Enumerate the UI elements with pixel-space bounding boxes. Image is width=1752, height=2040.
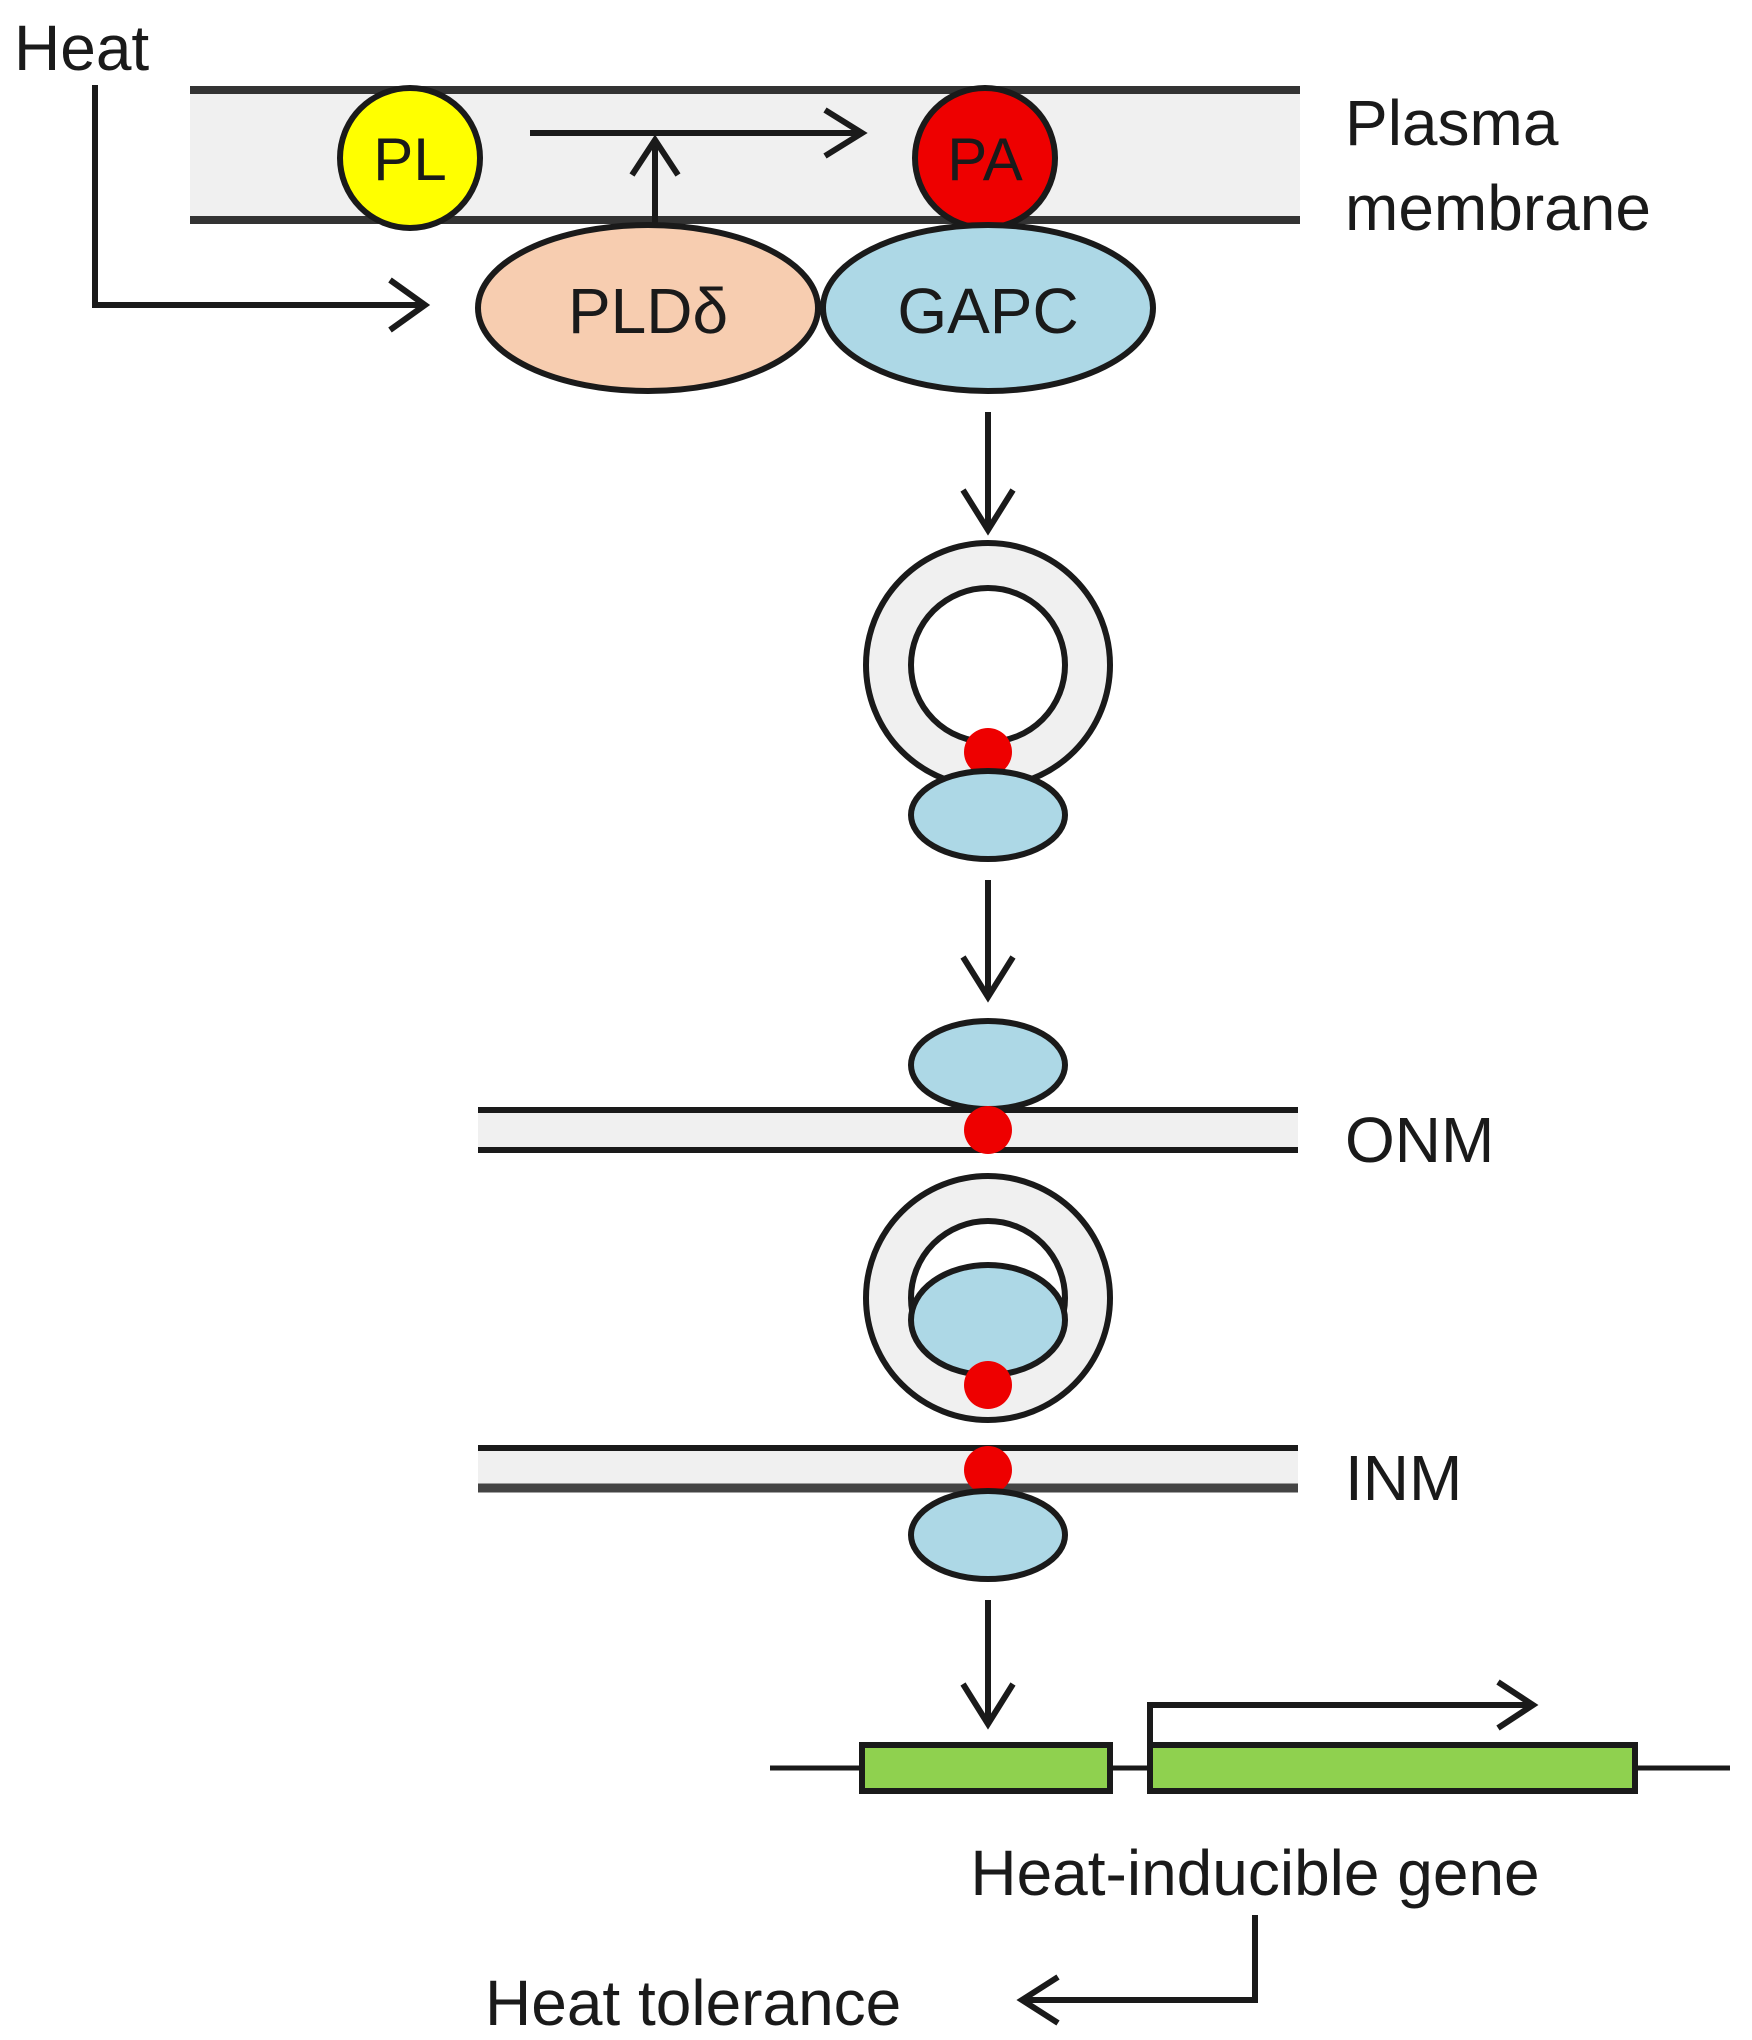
pld-activation-arrowhead — [629, 134, 681, 177]
gapc-inm — [908, 1488, 1068, 1582]
pld-delta-protein — [475, 222, 821, 394]
onm-label: ONM — [1345, 1104, 1494, 1176]
inner-nuclear-membrane — [478, 1448, 1298, 1486]
pa-dot-onm — [964, 1106, 1012, 1154]
gapc-vesicle-2 — [908, 1262, 1068, 1378]
gapc-label: GAPC — [897, 275, 1078, 347]
gapc-protein — [820, 222, 1156, 394]
tolerance-arrow — [1025, 1915, 1258, 2003]
down-arrowhead-3 — [960, 1682, 1016, 1730]
transcription-arrow — [1147, 1702, 1530, 1745]
heat-arrowhead — [388, 277, 431, 333]
pl-molecule — [337, 85, 483, 231]
down-arrowhead-1 — [960, 488, 1016, 536]
pld-delta-label: PLDδ — [568, 275, 728, 347]
vesicle-inner-1 — [908, 585, 1068, 745]
gapc-vesicle-1 — [908, 768, 1068, 862]
down-arrowhead-2 — [960, 955, 1016, 1003]
heat-label: Heat — [14, 12, 149, 84]
inm-label: INM — [1345, 1442, 1462, 1514]
outer-nuclear-membrane — [478, 1110, 1298, 1150]
heat-tolerance-label: Heat tolerance — [485, 1967, 901, 2039]
pl-label: PL — [373, 126, 446, 193]
pa-dot-inm — [964, 1446, 1012, 1494]
transcription-arrowhead — [1496, 1679, 1539, 1731]
gapc-onm — [908, 1018, 1068, 1112]
tolerance-arrowhead — [1016, 1974, 1060, 2026]
plasma-membrane-label-line2: membrane — [1345, 172, 1651, 244]
pa-dot-vesicle-2 — [964, 1361, 1012, 1409]
gene-exon-1 — [859, 1742, 1113, 1794]
gene-exon-2 — [1147, 1742, 1638, 1794]
pa-label: PA — [947, 126, 1023, 193]
heat-arrow — [92, 85, 420, 308]
pl-to-pa-arrowhead — [823, 107, 868, 159]
heat-inducible-gene-label: Heat-inducible gene — [970, 1837, 1539, 1909]
pa-dot-vesicle-1 — [964, 728, 1012, 776]
plasma-membrane-label-line1: Plasma — [1345, 87, 1559, 159]
